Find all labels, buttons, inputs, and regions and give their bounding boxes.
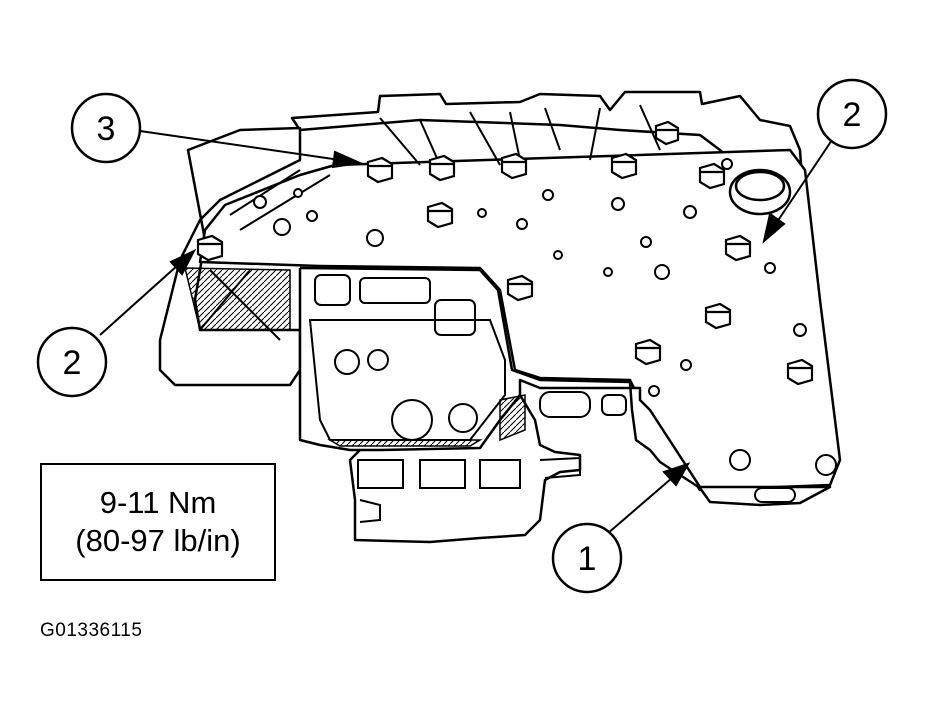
callout-2-left: 2 [36,326,108,398]
bolt [196,234,224,262]
ribbed-regions [184,267,526,447]
lower-casting [298,266,832,544]
torque-metric: 9-11 Nm [99,485,217,520]
figure-id: G01336115 [40,620,143,641]
plate-holes [253,158,837,476]
bolt [698,162,726,190]
callout-1: 1 [551,522,623,594]
callout-3: 3 [70,92,142,164]
bolt [634,338,662,366]
lower-chambers [308,274,796,523]
leader-lines [99,130,833,541]
callout-label: 2 [843,96,862,134]
large-boss [728,168,792,216]
callout-2-right: 2 [816,78,888,150]
callout-label: 2 [63,344,82,382]
bolt [704,302,732,330]
bolt [500,152,528,180]
torque-imperial: (80-97 lb/in) [75,523,241,558]
callout-label: 3 [97,110,116,148]
bolts [196,120,814,386]
torque-spec-box: 9-11 Nm (80-97 lb/in) [40,463,276,581]
bolt [724,234,752,262]
bolt [428,154,456,182]
bolt [426,201,454,229]
bolt [610,152,638,180]
bolt [506,274,534,302]
bolt [366,156,394,184]
upper-ribs [199,104,661,341]
callout-label: 1 [578,540,597,578]
bolt [654,120,680,146]
bolt [786,358,814,386]
